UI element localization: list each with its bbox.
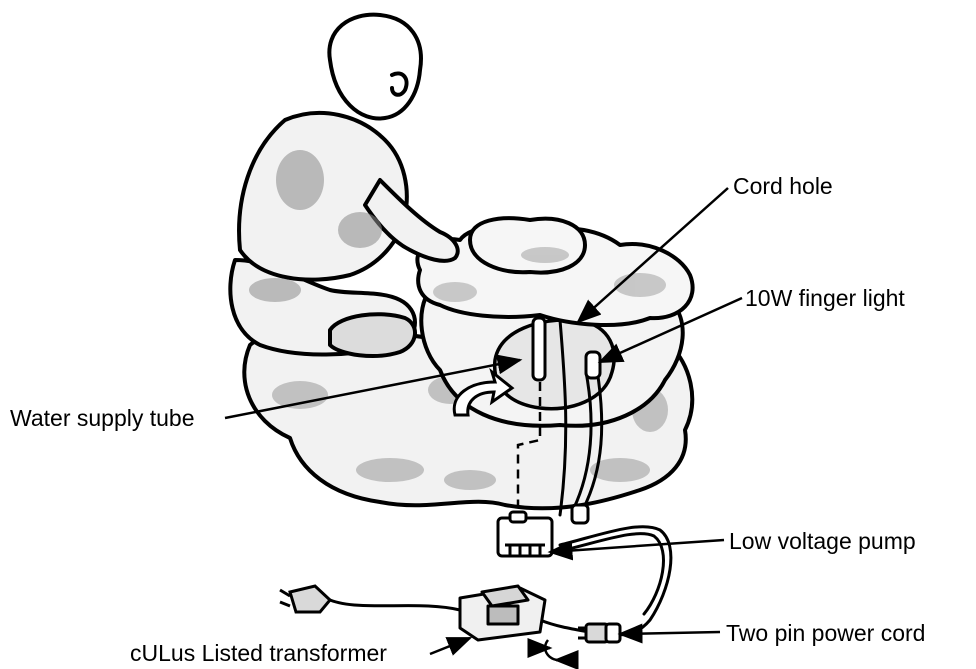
- label-water-supply-tube: Water supply tube: [10, 407, 195, 430]
- twist-connect-icon: [530, 640, 575, 660]
- transformer: [460, 586, 545, 640]
- leader-transformer: [430, 638, 470, 654]
- label-low-voltage-pump: Low voltage pump: [729, 530, 916, 553]
- two-pin-connector-right: [578, 624, 620, 642]
- label-cord-hole: Cord hole: [733, 175, 833, 198]
- pump-body: [498, 512, 552, 556]
- two-pin-plug-left: [280, 586, 330, 612]
- finger-light: [586, 352, 600, 378]
- label-transformer: cULus Listed transformer: [130, 642, 387, 665]
- water-supply-tube: [533, 318, 545, 380]
- label-finger-light: 10W finger light: [745, 287, 905, 310]
- pump-connector: [572, 505, 588, 523]
- rock-top: [417, 218, 692, 325]
- label-two-pin-power-cord: Two pin power cord: [726, 622, 925, 645]
